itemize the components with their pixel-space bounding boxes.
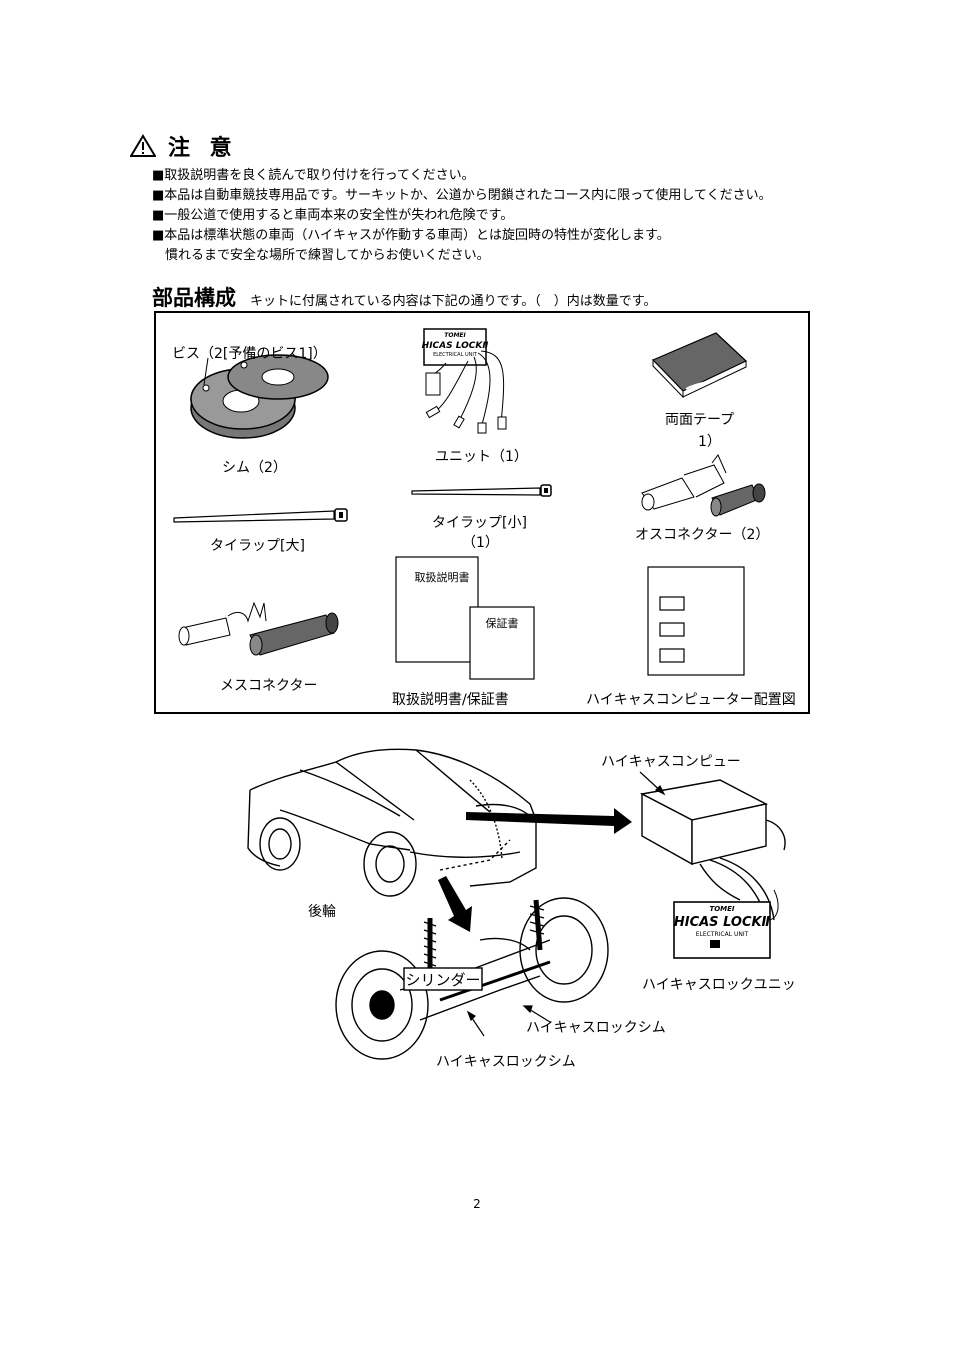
manual-illustration: 取扱説明書 保証書 (395, 556, 535, 680)
label-cylinder: シリンダー (405, 971, 480, 989)
label-rear-wheel: 後輪 (308, 903, 336, 920)
caution-line: ■本品は自動車競技専用品です。サーキットか、公道から閉鎖されたコース内に限って使… (152, 188, 772, 203)
leader-lines (466, 771, 666, 1037)
female-connector-illustration (178, 601, 339, 656)
label-tape-qty: 1） (698, 434, 721, 450)
caution-title-text: 注 意 (168, 136, 238, 161)
label-manual-warranty: 取扱説明書/保証書 (392, 692, 509, 708)
label-lock-shim-left: ハイキャスロックシム (436, 1054, 576, 1070)
unit-logo-brand: TOMEI (444, 332, 466, 339)
lock-unit-subtitle: ELECTRICAL UNIT (696, 931, 749, 938)
parts-illustrations: TOMEI HICAS LOCKⅡ ELECTRICAL UNIT (173, 328, 766, 680)
installation-diagram: TOMEI HICAS LOCKⅡ ELECTRICAL UNIT シリンダー … (247, 748, 796, 1070)
page-number: 2 (473, 1197, 481, 1211)
lock-unit-product: HICAS LOCKⅡ (674, 915, 771, 930)
layout-sheet-illustration (647, 566, 745, 676)
computer-illustration (639, 779, 786, 931)
caution-line: ■一般公道で使用すると車両本来の安全性が失われ危険です。 (152, 208, 514, 223)
label-unit: ユニット（1） (435, 449, 528, 465)
label-tie-small-qty: （1） (462, 535, 499, 551)
label-lock-shim-right: ハイキャスロックシム (526, 1020, 666, 1036)
label-female-connector: メスコネクター (220, 678, 318, 694)
cylinder-label-box (403, 967, 483, 991)
caution-title: 注 意 (130, 130, 238, 162)
parts-heading-description: キットに付属されている内容は下記の通りです。（ ）内は数量です。 (250, 294, 657, 309)
label-tie-small: タイラップ[小] (432, 515, 527, 531)
lock-unit-brand: TOMEI (709, 905, 734, 913)
parts-heading: 部品構成 キットに付属されている内容は下記の通りです。（ ）内は数量です。 (152, 282, 657, 312)
shim-illustration (190, 354, 329, 439)
manual-doc-label: 取扱説明書 (415, 570, 470, 584)
tie-large-illustration (173, 508, 348, 523)
arrow-to-suspension (438, 876, 472, 932)
label-male-connector: オスコネクター（2） (635, 527, 770, 543)
tie-small-illustration (411, 484, 552, 497)
arrow-to-computer (466, 808, 632, 834)
tape-illustration (651, 332, 748, 399)
caution-line: 慣れるまで安全な場所で練習してからお使いください。 (152, 248, 490, 263)
unit-illustration: TOMEI HICAS LOCKⅡ ELECTRICAL UNIT (422, 328, 507, 434)
lock-unit-illustration: TOMEI HICAS LOCKⅡ ELECTRICAL UNIT (673, 889, 779, 959)
male-connector-illustration (641, 454, 766, 517)
car-illustration (247, 748, 537, 897)
label-computer: ハイキャスコンピュー (601, 754, 741, 770)
label-shim: シム（2） (222, 460, 287, 476)
parts-box: TOMEI HICAS LOCKⅡ ELECTRICAL UNIT (154, 311, 810, 714)
label-lock-unit: ハイキャスロックユニッ (642, 977, 796, 993)
caution-line: ■取扱説明書を良く読んで取り付けを行ってください。 (152, 168, 475, 183)
caution-line: ■本品は標準状態の車両（ハイキャスが作動する車両）とは旋回時の特性が変化します。 (152, 228, 670, 243)
label-tape: 両面テープ (665, 412, 735, 428)
label-screw: ビス（2[予備のビス1]） (172, 346, 327, 362)
unit-logo-subtitle: ELECTRICAL UNIT (433, 352, 478, 358)
warranty-doc-label: 保証書 (486, 616, 519, 630)
label-layout: ハイキャスコンピューター配置図 (586, 692, 796, 708)
suspension-illustration (335, 897, 609, 1060)
parts-heading-title: 部品構成 (152, 286, 236, 310)
label-tie-large: タイラップ[大] (210, 538, 305, 554)
unit-logo-product: HICAS LOCKⅡ (422, 341, 489, 351)
warning-icon (130, 134, 156, 157)
caution-list: ■取扱説明書を良く読んで取り付けを行ってください。 ■本品は自動車競技専用品です… (152, 166, 772, 266)
